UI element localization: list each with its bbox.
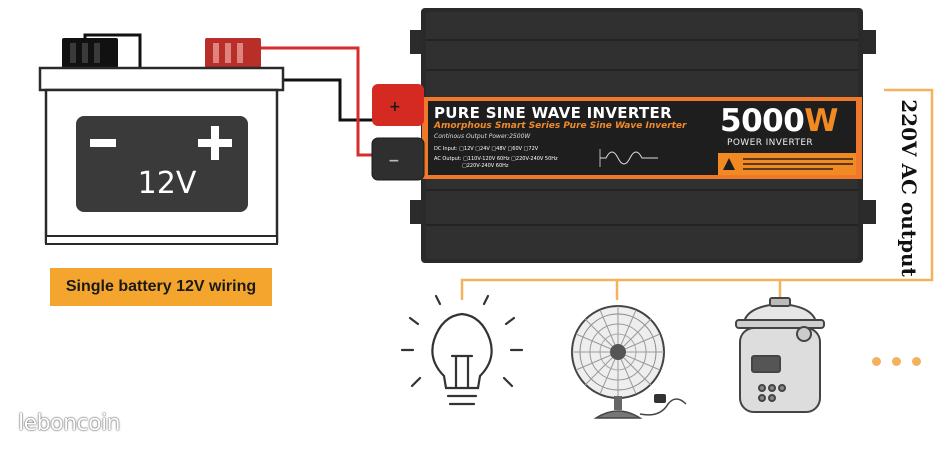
ac-output-label: 220V AC output	[897, 99, 922, 277]
wattage-unit: W	[804, 103, 838, 139]
warning-icon	[723, 158, 735, 170]
inverter-continuous-power: Continous Output Power:2500W	[434, 133, 531, 140]
ac-output-option: 110V-120V 60Hz	[467, 156, 510, 162]
svg-text:−: −	[388, 153, 400, 169]
dc-input-label: DC Input:	[434, 146, 458, 152]
inverter-wattage: 5000W	[720, 103, 838, 139]
output-wires	[460, 88, 934, 300]
battery	[38, 38, 285, 245]
ac-output-label: AC Output:	[434, 156, 462, 162]
watermark-logo: leboncoin	[18, 411, 121, 436]
ac-output-option: 220V-240V 50Hz	[515, 156, 558, 162]
inverter-title: PURE SINE WAVE INVERTER	[434, 104, 672, 122]
minus-sign-icon	[90, 139, 116, 147]
dc-input-option: 60V	[512, 146, 523, 152]
inverter-power-label: POWER INVERTER	[727, 138, 814, 148]
dc-input-option: 24V	[480, 146, 490, 152]
dc-input-option: 48V	[496, 146, 506, 152]
battery-wiring-caption: Single battery 12V wiring	[50, 268, 272, 306]
plug-icon	[654, 394, 666, 403]
inverter-subtitle: Amorphous Smart Series Pure Sine Wave In…	[434, 121, 687, 131]
dc-input-option: 12V	[463, 146, 474, 152]
svg-text:+: +	[389, 99, 401, 115]
sine-wave-icon	[600, 151, 658, 165]
inverter-terminals: + −	[371, 84, 425, 181]
battery-voltage-label: 12V	[137, 166, 197, 201]
wattage-number: 5000	[720, 103, 805, 139]
pressure-cooker-icon	[735, 297, 825, 413]
negative-terminal	[371, 137, 425, 181]
ac-output-row: AC Output: □110V-120V 60Hz □220V-240V 50…	[434, 156, 558, 162]
dc-input-row: DC Input: □12V □24V □48V □60V □72V	[434, 146, 539, 152]
dc-input-option: 72V	[528, 146, 539, 152]
positive-terminal	[372, 84, 424, 126]
inverter	[410, 8, 876, 263]
fan-icon	[571, 305, 687, 419]
light-bulb-icon	[400, 294, 524, 406]
ac-output-row-2: □220V-240V 60Hz	[462, 163, 509, 169]
ac-output-option: 220V-240V 60Hz	[466, 163, 509, 169]
